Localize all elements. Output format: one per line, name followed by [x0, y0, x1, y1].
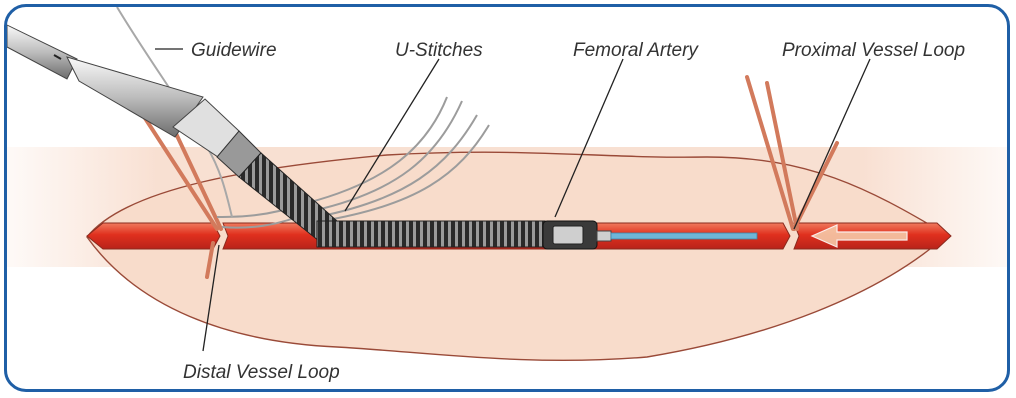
- femoral-artery: [87, 223, 220, 249]
- distal-vessel-loop-label: Distal Vessel Loop: [183, 362, 340, 383]
- u-stitches-label: U-Stitches: [395, 40, 483, 61]
- coiled-device-straight: [317, 221, 545, 247]
- proximal-vessel-loop-label: Proximal Vessel Loop: [782, 40, 965, 61]
- guidewire-label: Guidewire: [191, 40, 277, 61]
- diagram-frame: Guidewire U-Stitches Femoral Artery Prox…: [4, 4, 1010, 392]
- blue-catheter: [611, 233, 757, 239]
- femoral-artery-label: Femoral Artery: [573, 40, 699, 61]
- surgical-diagram: Guidewire U-Stitches Femoral Artery Prox…: [7, 7, 1010, 392]
